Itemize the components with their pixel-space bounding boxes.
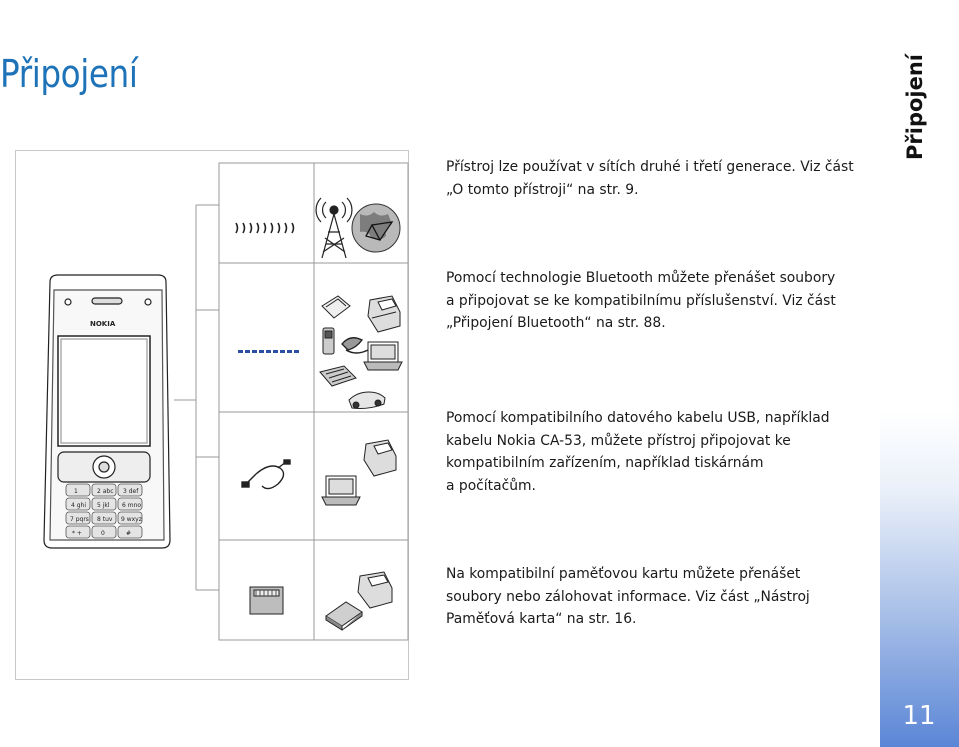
phone-key: * +: [72, 530, 82, 537]
paragraph-memory-card: Na kompatibilní paměťovou kartu můžete p…: [446, 565, 810, 627]
mobile-phone-icon: [322, 327, 335, 355]
bluetooth-dots-icon: [238, 350, 299, 353]
phone-key: 1: [74, 488, 78, 495]
usb-cable-icon: [241, 459, 291, 490]
headset-icon: [341, 337, 369, 354]
card-reader-icon: [325, 601, 363, 631]
paragraph-networks: Přístroj lze používat v sítích druhé i t…: [446, 158, 854, 198]
page-number: 11: [902, 701, 936, 731]
memory-card-icon: [249, 586, 284, 615]
laptop-icon: [363, 341, 403, 371]
cell-tower-icon: [315, 197, 353, 259]
laptop-icon: [321, 475, 361, 506]
phone-key: 6 mno: [122, 502, 141, 509]
phone-key: 9 wxyz: [121, 516, 142, 523]
car-icon: [348, 391, 386, 409]
side-tab: [880, 0, 959, 747]
paragraph-bluetooth: Pomocí technologie Bluetooth můžete přen…: [446, 269, 836, 331]
phone-key: 5 jkl: [97, 502, 110, 509]
printer-icon: [357, 571, 393, 609]
phone-key: 0: [101, 530, 105, 537]
card-icon: [321, 295, 351, 319]
printer-icon: [367, 295, 401, 333]
mobile-phone-illustration: [43, 274, 171, 549]
keyboard-icon: [319, 365, 357, 387]
page-title: Připojení: [0, 52, 138, 96]
phone-key: 8 tuv: [97, 516, 113, 523]
phone-key: 7 pqrs: [70, 516, 89, 523]
printer-icon: [363, 439, 397, 477]
phone-key: #: [126, 530, 131, 537]
globe-icon: [351, 203, 401, 253]
radio-waves-icon: [235, 222, 295, 234]
phone-brand: NOKIA: [90, 320, 116, 328]
phone-key: 3 def: [123, 488, 139, 495]
phone-key: 4 ghi: [71, 502, 86, 509]
paragraph-usb-cable: Pomocí kompatibilního datového kabelu US…: [446, 409, 830, 494]
phone-key: 2 abc: [97, 488, 114, 495]
